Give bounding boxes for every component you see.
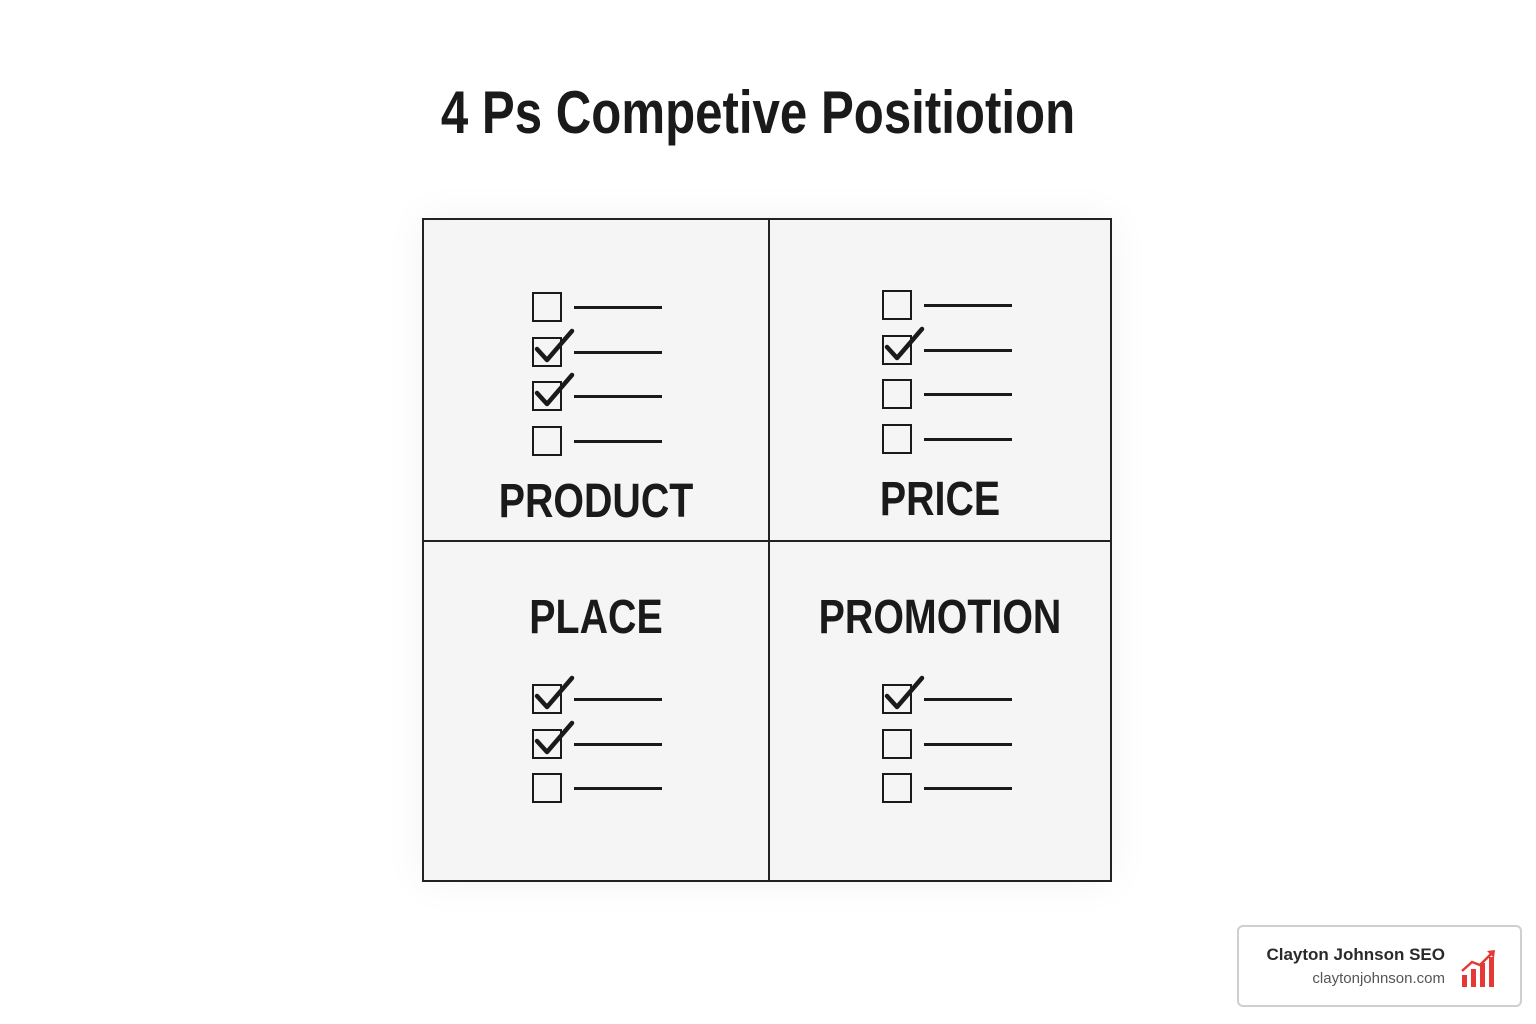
checklist-line [574,306,662,309]
checked-checkbox[interactable] [882,334,912,365]
product-checklist-item [532,328,667,382]
checklist-line [924,304,1012,307]
promotion-checklist [882,675,1017,818]
checklist-line [924,698,1012,701]
checked-checkbox[interactable] [532,684,562,714]
place-checklist [532,675,667,818]
brand-url[interactable]: claytonjohnson.com [1312,970,1445,987]
place-checklist-item [532,720,667,774]
unchecked-checkbox[interactable] [532,425,562,456]
checked-checkbox[interactable] [532,381,562,411]
quadrant-place: PLACE [424,542,768,880]
unchecked-checkbox[interactable] [882,423,912,454]
checklist-line [924,742,1012,746]
quadrant-price: PRICE [770,220,1110,540]
unchecked-checkbox[interactable] [532,773,562,803]
brand-name: Clayton Johnson SEO [1266,945,1445,964]
price-checklist-item [882,290,1017,335]
promotion-checklist-item [882,675,1017,729]
checklist-line [924,787,1012,790]
unchecked-checkbox[interactable] [882,773,912,803]
unchecked-checkbox[interactable] [882,728,912,759]
checkmark-icon [534,372,575,407]
checklist-line [924,393,1012,396]
checkmark-icon [884,326,925,360]
unchecked-checkbox[interactable] [532,292,562,322]
unchecked-checkbox[interactable] [882,290,912,320]
checklist-line [924,348,1012,352]
promotion-checklist-item [882,773,1017,818]
checkmark-icon [534,328,575,362]
quadrant-label-product: PRODUCT [498,475,694,528]
checklist-line [574,787,662,790]
checked-checkbox[interactable] [532,728,562,759]
checked-checkbox[interactable] [532,336,562,367]
quadrant-promotion: PROMOTION [770,542,1110,880]
checkmark-icon [534,675,575,710]
growth-chart-icon [1461,950,1495,987]
price-checklist [882,290,1017,468]
brand-badge[interactable]: Clayton Johnson SEO claytonjohnson.com [1237,925,1522,1007]
quadrant-label-place: PLACE [529,591,663,644]
price-checklist-item [882,379,1017,424]
product-checklist [532,292,667,470]
checklist-line [574,350,662,354]
checklist-line [574,742,662,746]
price-checklist-item [882,423,1017,469]
four-ps-grid: PRODUCT PRICE PLACE PROMOTION [422,218,1112,882]
place-checklist-item [532,675,667,729]
product-checklist-item [532,425,667,471]
product-checklist-item [532,292,667,337]
unchecked-checkbox[interactable] [882,379,912,409]
quadrant-label-promotion: PROMOTION [818,591,1062,644]
place-checklist-item [532,773,667,818]
vertical-divider [768,220,770,880]
quadrant-product: PRODUCT [424,220,768,540]
price-checklist-item [882,326,1017,380]
checklist-line [574,698,662,701]
checkmark-icon [884,675,925,710]
promotion-checklist-item [882,728,1017,774]
diagram-title: 4 Ps Competive Positiotion [440,79,1076,146]
checklist-line [574,395,662,398]
quadrant-label-price: PRICE [879,473,1001,526]
product-checklist-item [532,372,667,426]
horizontal-divider [424,540,1110,542]
checklist-line [924,437,1012,441]
checked-checkbox[interactable] [882,684,912,714]
checkmark-icon [534,720,575,754]
checklist-line [574,439,662,443]
